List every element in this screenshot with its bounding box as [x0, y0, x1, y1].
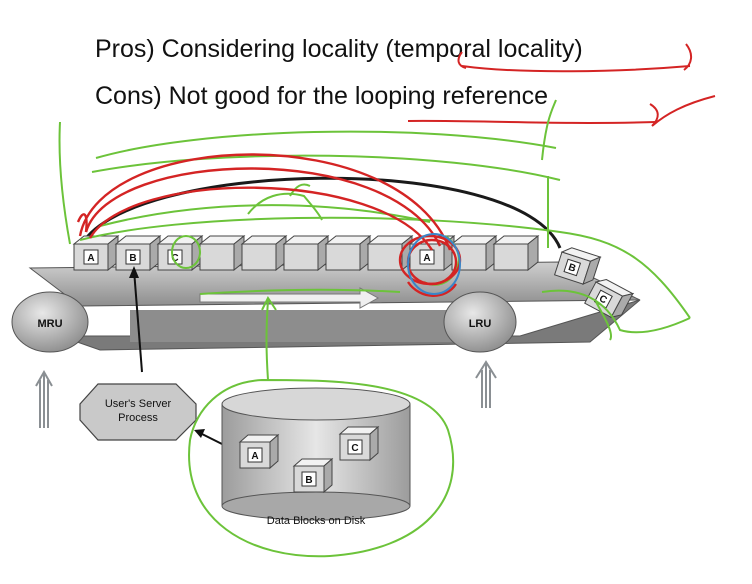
- svg-text:B: B: [305, 475, 312, 486]
- gray-arrow-mru: [35, 369, 53, 428]
- disk-block-b: B: [292, 457, 334, 494]
- belt-block-4: [198, 234, 246, 272]
- process-label-line1: User's Server: [105, 398, 172, 410]
- cons-text: Cons) Not good for the looping reference: [95, 82, 549, 110]
- belt-direction-arrow: [199, 287, 380, 309]
- belt-block-1: A: [72, 234, 120, 272]
- server-process-octagon: [79, 383, 197, 441]
- belt-lower-panel: [130, 310, 470, 342]
- svg-text:C: C: [171, 253, 178, 264]
- belt-block-6: [282, 234, 330, 272]
- svg-text:A: A: [423, 253, 430, 264]
- falling-block-b: B: [553, 247, 602, 285]
- svg-text:C: C: [597, 293, 609, 306]
- belt-block-3: C: [156, 234, 204, 272]
- disk-block-c: C: [338, 425, 380, 462]
- process-label-line2: Process: [118, 412, 158, 424]
- belt-block-8: [366, 234, 414, 272]
- disk-block-a: A: [238, 433, 280, 470]
- belt-block-5: [240, 234, 288, 272]
- lru-roller: [443, 291, 517, 353]
- belt-blocks: A B C A: [72, 234, 540, 272]
- disk-caption: Data Blocks on Disk: [267, 515, 366, 527]
- disk-top: [221, 387, 411, 421]
- svg-text:A: A: [87, 253, 94, 264]
- mru-label: MRU: [37, 318, 62, 330]
- process-to-mru-arrow: [133, 269, 143, 373]
- svg-text:A: A: [251, 451, 258, 462]
- mru-roller: [11, 291, 89, 353]
- blue-circle: [407, 233, 461, 295]
- belt-block-11: [492, 234, 540, 272]
- lru-label: LRU: [469, 318, 492, 330]
- conveyor-arch: [78, 176, 562, 249]
- svg-text:C: C: [351, 443, 358, 454]
- red-underline-cons: [407, 119, 657, 124]
- svg-text:B: B: [567, 262, 577, 275]
- gray-arrow-lru: [475, 360, 497, 408]
- svg-text:B: B: [129, 253, 136, 264]
- pros-text: Pros) Considering locality (temporal loc…: [95, 35, 583, 63]
- red-check: [649, 95, 716, 127]
- red-underline-pros: [457, 43, 692, 73]
- belt-block-7: [324, 234, 372, 272]
- belt-block-2: B: [114, 234, 162, 272]
